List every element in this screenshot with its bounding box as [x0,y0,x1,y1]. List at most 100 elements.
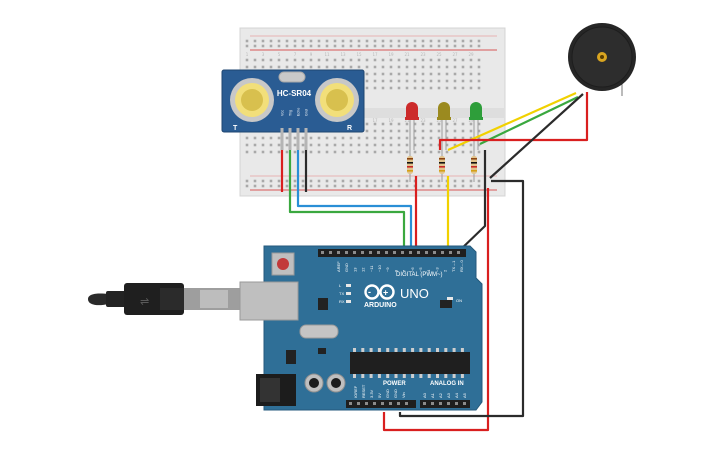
breadboard-hole [365,129,369,133]
breadboard-hole [477,150,481,154]
breadboard-hole [333,136,337,140]
breadboard-hole [253,65,257,69]
breadboard-hole [261,150,265,154]
piezo-buzzer [568,23,636,91]
breadboard-hole [365,72,369,76]
breadboard-hole [437,72,441,76]
breadboard-hole [341,44,345,48]
breadboard-hole [261,143,265,147]
breadboard-hole [429,136,433,140]
breadboard-hole [405,136,409,140]
column-number: 25 [436,52,442,57]
column-number: 21 [404,52,410,57]
breadboard-hole [365,184,369,188]
wire-black-gnd-power [398,179,525,418]
sensor-pin [304,128,308,150]
breadboard-hole [413,129,417,133]
breadboard-hole [389,39,393,43]
breadboard-hole [453,136,457,140]
breadboard-hole [357,136,361,140]
pin-label: ~6 [410,267,415,272]
breadboard-hole [461,65,465,69]
breadboard-hole [325,179,329,183]
breadboard-hole [341,58,345,62]
wire-green-buzzer [479,96,579,145]
breadboard-hole [317,39,321,43]
pin-label: TX→1 [451,260,456,272]
breadboard-hole [245,39,249,43]
breadboard-hole [357,65,361,69]
breadboard-hole [469,65,473,69]
breadboard-hole [357,179,361,183]
breadboard-hole [437,58,441,62]
breadboard-hole [365,79,369,83]
breadboard-hole [389,44,393,48]
breadboard-hole [469,44,473,48]
pin-label: RX←0 [459,259,464,272]
breadboard-hole [269,44,273,48]
pin-label: GND [393,389,398,398]
header-pins [321,251,466,405]
breadboard-hole [309,184,313,188]
breadboard-hole [333,65,337,69]
breadboard-hole [397,79,401,83]
digital-label: DIGITAL (PWM~) [396,272,443,278]
breadboard-hole [365,39,369,43]
breadboard-hole [245,58,249,62]
breadboard-hole [325,44,329,48]
breadboard-hole [333,184,337,188]
breadboard-hole [277,184,281,188]
breadboard-hole [253,44,257,48]
breadboard-hole [445,39,449,43]
power-label: POWER [383,381,406,387]
breadboard-hole [381,72,385,76]
breadboard-hole [277,44,281,48]
breadboard-hole [357,58,361,62]
breadboard-hole [469,136,473,140]
breadboard-hole [461,44,465,48]
breadboard-hole [261,136,265,140]
breadboard-hole [453,143,457,147]
breadboard-hole [245,44,249,48]
breadboard-hole [461,122,465,126]
on-label: ON [456,298,462,303]
breadboard-hole [429,129,433,133]
wire-black-gnd-top [457,150,487,253]
breadboard-hole [325,65,329,69]
breadboard-hole [373,179,377,183]
breadboard-hole [405,79,409,83]
breadboard-hole [365,150,369,154]
breadboard-hole [269,58,273,62]
breadboard-hole [253,179,257,183]
breadboard-hole [429,72,433,76]
breadboard-hole [405,44,409,48]
breadboard-hole [253,39,257,43]
breadboard-hole [325,150,329,154]
sensor-wires [280,150,413,252]
breadboard-hole [309,143,313,147]
breadboard-hole [397,129,401,133]
breadboard-hole [469,39,473,43]
pin-label: A4 [454,392,459,398]
breadboard-hole [333,179,337,183]
breadboard-hole [317,184,321,188]
breadboard-hole [373,143,377,147]
breadboard-hole [461,136,465,140]
breadboard-hole [437,65,441,69]
breadboard-hole [365,86,369,90]
breadboard-hole [373,122,377,126]
breadboard-hole [405,122,409,126]
breadboard-hole [469,122,473,126]
breadboard-hole [381,179,385,183]
breadboard-hole [453,58,457,62]
breadboard-hole [477,143,481,147]
breadboard-hole [381,143,385,147]
breadboard-hole [445,86,449,90]
breadboard-hole [397,86,401,90]
breadboard-hole [341,65,345,69]
breadboard-hole [381,184,385,188]
